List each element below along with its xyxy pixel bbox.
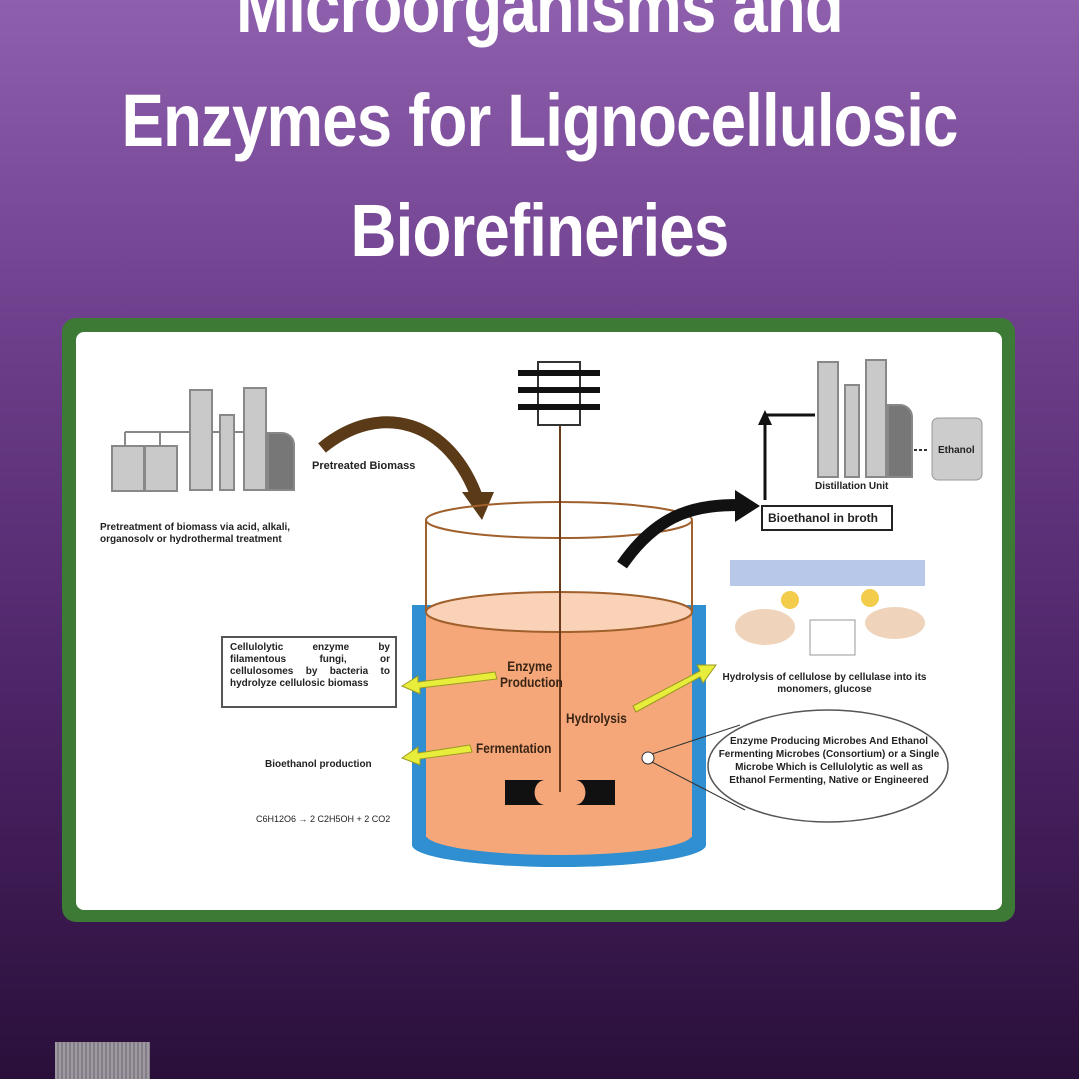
fermentation-label: Fermentation bbox=[476, 740, 552, 756]
enzyme-box-text: Cellulolytic enzyme by filamentous fungi… bbox=[230, 642, 390, 689]
distillation-unit-label: Distillation Unit bbox=[815, 481, 889, 492]
pretreated-biomass-arrow bbox=[318, 416, 484, 502]
bioethanol-in-broth-label: Bioethanol in broth bbox=[768, 511, 878, 525]
publisher-logo bbox=[55, 1042, 150, 1079]
cellulose-hydrolysis-illustration bbox=[730, 560, 925, 656]
title-line-3: Biorefineries bbox=[350, 189, 730, 272]
pretreatment-label: Pretreatment of biomass via acid, alkali… bbox=[100, 522, 291, 545]
distillation-unit-icon bbox=[817, 359, 913, 478]
impeller-bottom-icon bbox=[505, 780, 615, 805]
fermentation-equation: C6H12O6 → 2 C2H5OH + 2 CO2 bbox=[256, 814, 391, 824]
microbes-caption: Enzyme Producing Microbes And Ethanol Fe… bbox=[718, 736, 940, 786]
bioethanol-production-label: Bioethanol production bbox=[265, 759, 372, 770]
title-line-2: Enzymes for Lignocellulosic bbox=[121, 79, 958, 162]
hydrolysis-caption: Hydrolysis of cellulose by cellulase int… bbox=[722, 672, 927, 695]
fermentation-arrow bbox=[400, 744, 473, 766]
pretreatment-plant-icon bbox=[111, 387, 295, 492]
title-line-1: Microorganisms and bbox=[236, 0, 844, 48]
hydrolysis-label: Hydrolysis bbox=[566, 710, 627, 726]
hydrolysis-arrow bbox=[632, 664, 717, 713]
broth-arrow bbox=[617, 499, 741, 569]
ethanol-tank-icon bbox=[931, 417, 983, 481]
enzyme-production-label: Enzyme Production bbox=[500, 658, 563, 690]
impeller-top-icon bbox=[518, 370, 600, 410]
enzyme-arrow bbox=[400, 671, 498, 695]
ethanol-label: Ethanol bbox=[938, 445, 975, 456]
pretreated-biomass-label: Pretreated Biomass bbox=[312, 460, 416, 472]
